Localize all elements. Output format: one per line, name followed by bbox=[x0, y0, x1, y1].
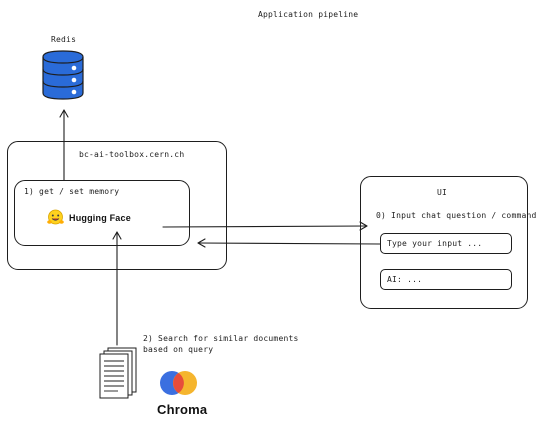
ui-title: UI bbox=[437, 188, 448, 197]
chroma-label: Chroma bbox=[157, 402, 208, 417]
hugging-face-label: Hugging Face bbox=[69, 213, 131, 223]
arrow-ui-to-server bbox=[197, 242, 381, 245]
diagram-title: Application pipeline bbox=[258, 10, 359, 19]
memory-box bbox=[14, 180, 190, 246]
arrow-docs-to-hf-head bbox=[112, 231, 122, 240]
ui-box bbox=[360, 176, 528, 309]
hugging-face-emoji-icon bbox=[47, 209, 64, 225]
arrow-to-redis-head bbox=[59, 109, 69, 118]
ui-step-label: 0) Input chat question / command bbox=[376, 211, 537, 220]
chroma-logo-icon bbox=[160, 371, 197, 395]
arrow-hf-to-ui-head bbox=[359, 221, 368, 231]
chat-input-field[interactable]: Type your input ... bbox=[380, 233, 512, 254]
arrow-hf-to-ui bbox=[162, 225, 368, 228]
chat-input-placeholder: Type your input ... bbox=[387, 239, 483, 248]
redis-label: Redis bbox=[51, 35, 77, 44]
documents-icon bbox=[99, 347, 137, 399]
database-icon bbox=[42, 50, 84, 100]
search-label-line1: 2) Search for similar documents bbox=[143, 334, 299, 343]
memory-label: 1) get / set memory bbox=[24, 187, 120, 196]
arrow-ui-to-server-head bbox=[197, 238, 206, 248]
search-label-line2: based on query bbox=[143, 345, 214, 354]
ai-output-text: AI: ... bbox=[387, 275, 423, 284]
server-host-label: bc-ai-toolbox.cern.ch bbox=[79, 150, 185, 159]
ai-output-field: AI: ... bbox=[380, 269, 512, 290]
